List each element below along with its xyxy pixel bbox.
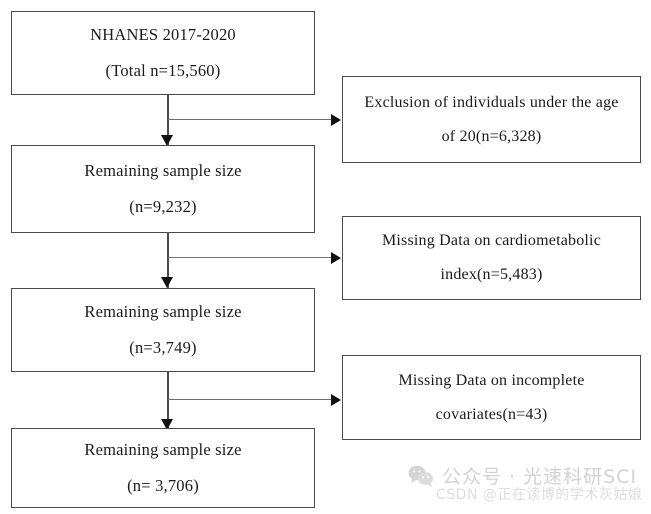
watermark: 公众号 · 光速科研SCI CSDN @正在读博的学术灰姑娘 <box>408 462 648 512</box>
arrowhead-right-2 <box>331 252 341 264</box>
arrowhead-down-3 <box>161 419 173 430</box>
node-line-secondary: (n=9,232) <box>129 196 197 216</box>
node-line-primary: Missing Data on cardiometabolic <box>381 232 602 249</box>
connector-vertical-2 <box>167 233 169 288</box>
flow-node-exclusion-covariates: Missing Data on incomplete covariates(n=… <box>342 355 641 440</box>
arrowhead-down-2 <box>161 277 173 288</box>
node-line-secondary: index(n=5,483) <box>440 266 543 283</box>
node-line-primary: Remaining sample size <box>84 301 242 321</box>
node-line-secondary: of 20(n=6,328) <box>441 127 542 145</box>
node-line-secondary: (n=3,749) <box>129 337 197 357</box>
watermark-account-text: 公众号 · 光速科研SCI <box>442 466 638 488</box>
watermark-primary-row: 公众号 · 光速科研SCI <box>408 462 637 489</box>
node-line-primary: Missing Data on incomplete <box>398 371 585 389</box>
flow-node-final-analytic-sample: Remaining sample size (n= 3,706) <box>11 428 315 508</box>
arrowhead-right-3 <box>331 394 341 406</box>
flow-node-remaining-after-cmi: Remaining sample size (n=3,749) <box>11 288 315 372</box>
node-line-primary: Exclusion of individuals under the age <box>364 93 619 111</box>
flow-node-exclusion-age: Exclusion of individuals under the age o… <box>342 76 641 163</box>
arrowhead-right-1 <box>331 114 341 126</box>
node-line-primary: Remaining sample size <box>84 160 242 180</box>
flow-node-exclusion-cardiometabolic-index: Missing Data on cardiometabolic index(n=… <box>342 216 641 300</box>
watermark-csdn-text: CSDN @正在读博的学术灰姑娘 <box>436 487 643 503</box>
node-line-secondary: covariates(n=43) <box>435 405 548 423</box>
flow-node-remaining-after-age: Remaining sample size (n=9,232) <box>11 145 315 233</box>
node-line-primary: Remaining sample size <box>84 439 242 459</box>
connector-vertical-1 <box>167 95 169 145</box>
node-line-primary: NHANES 2017-2020 <box>90 24 236 44</box>
connector-branch-2 <box>168 257 332 259</box>
wechat-icon <box>408 465 434 487</box>
connector-vertical-3 <box>167 372 169 430</box>
node-line-secondary: (n= 3,706) <box>127 475 199 495</box>
node-line-secondary: (Total n=15,560) <box>105 60 221 80</box>
connector-branch-1 <box>168 119 332 121</box>
arrowhead-down-1 <box>161 135 173 146</box>
flow-node-source-population: NHANES 2017-2020 (Total n=15,560) <box>11 11 315 95</box>
connector-branch-3 <box>168 399 332 401</box>
